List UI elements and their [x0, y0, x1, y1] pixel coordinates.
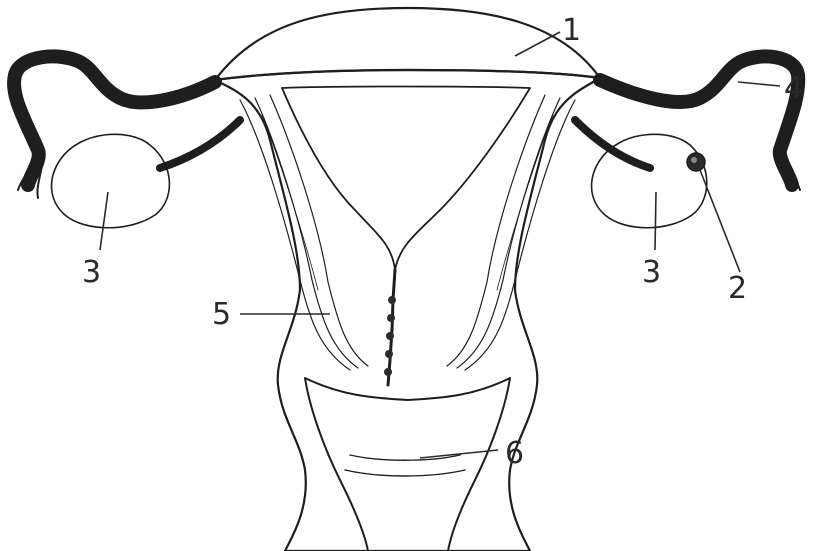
label-5: 5	[212, 297, 231, 332]
label-6: 6	[505, 436, 524, 471]
fallopian-tube-left	[14, 56, 215, 198]
ovum	[687, 153, 705, 171]
ovarian-ligaments	[160, 120, 650, 168]
leader-line-1	[515, 32, 560, 56]
muscle-layers-right	[447, 95, 575, 370]
vaginal-canal	[305, 378, 510, 551]
callout-labels: 1 2 3 3 4 5 6	[82, 13, 803, 471]
leader-line-4	[738, 82, 780, 86]
label-4: 4	[784, 71, 803, 106]
leader-line-3-right	[655, 192, 656, 250]
leader-line-3-left	[100, 192, 108, 250]
label-2: 2	[728, 271, 747, 306]
label-3-left: 3	[82, 255, 101, 290]
label-1: 1	[562, 13, 581, 48]
label-3-right: 3	[642, 255, 661, 290]
leader-line-2	[700, 170, 740, 272]
ovary-left	[52, 134, 170, 227]
